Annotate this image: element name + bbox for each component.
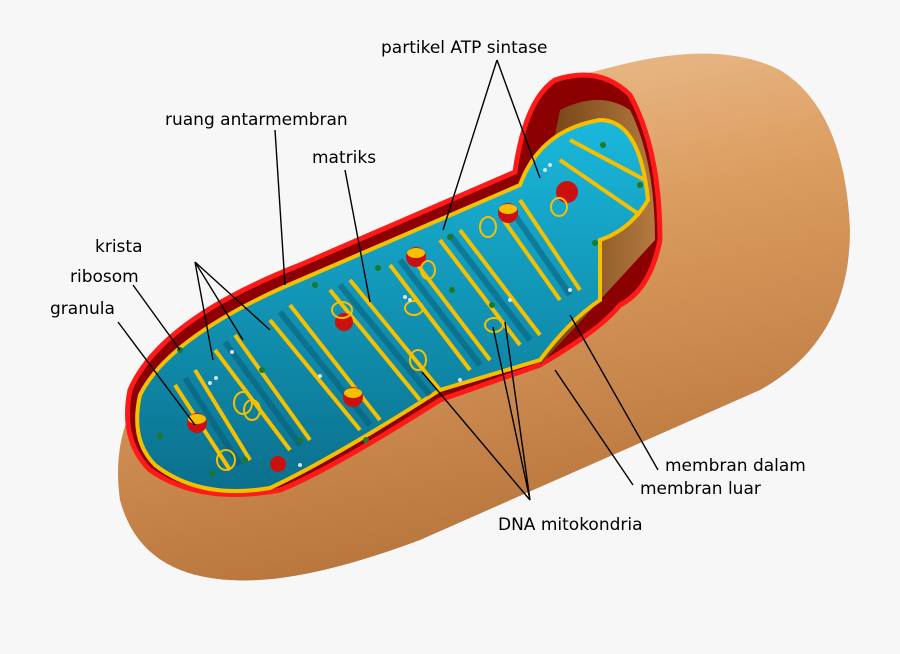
leader-lines — [117, 59, 659, 501]
label-ribosome: ribosom — [70, 267, 139, 287]
label-mitochondrial-dna: DNA mitokondria — [498, 515, 643, 535]
cristae-folds — [173, 138, 646, 472]
matrix-particles — [208, 163, 572, 467]
label-granule: granula — [50, 299, 115, 319]
label-outer-membrane: membran luar — [640, 479, 761, 499]
label-cristae: krista — [95, 237, 143, 257]
label-inner-membrane: membran dalam — [665, 456, 806, 476]
label-intermembrane-space: ruang antarmembran — [165, 110, 348, 130]
label-atp-synthase: partikel ATP sintase — [381, 38, 548, 58]
label-matrix: matriks — [312, 148, 377, 168]
